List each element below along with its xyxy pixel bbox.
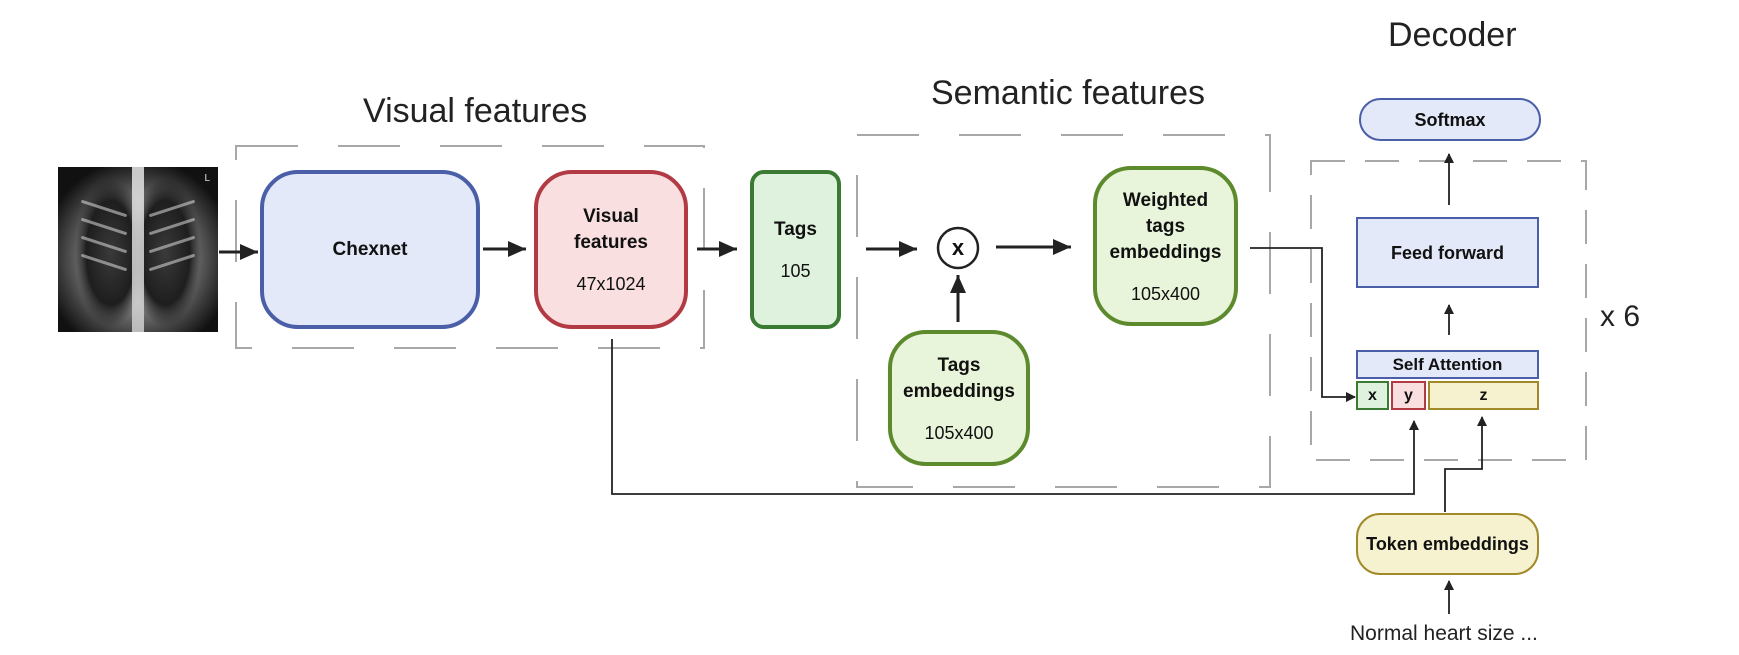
- input-z-cell: z: [1428, 381, 1539, 410]
- input-y-cell: y: [1391, 381, 1426, 410]
- weighted-tags-box: Weighted tags embeddings 105x400: [1093, 166, 1238, 326]
- visual-features-dims: 47x1024: [576, 274, 646, 294]
- arrow-weighted-to-x: [1250, 247, 1356, 402]
- multiply-circle: [936, 226, 980, 270]
- arrow-token-to-z: [1444, 416, 1487, 512]
- feed-forward-box: Feed forward: [1356, 217, 1539, 288]
- tags-box: Tags 105: [750, 170, 841, 329]
- semantic-features-title: Semantic features: [931, 74, 1206, 112]
- semantic-features-group: [856, 134, 1271, 488]
- tags-dims: 105: [780, 261, 811, 281]
- self-attention-label: Self Attention: [1392, 354, 1503, 374]
- feed-forward-label: Feed forward: [1390, 242, 1505, 263]
- multiply-symbol: x: [951, 235, 965, 260]
- softmax-label: Softmax: [1414, 109, 1486, 130]
- visual-features-title: Visual features: [363, 92, 588, 130]
- chexnet-box: Chexnet: [260, 170, 480, 329]
- arrow-visual-to-y: [611, 339, 1419, 495]
- decoder-repeat-label: x 6: [1600, 300, 1641, 333]
- visual-features-group: [235, 145, 705, 349]
- token-embeddings-label: Token embeddings: [1366, 534, 1529, 554]
- weighted-tags-label: Weighted tags embeddings: [1109, 189, 1222, 263]
- xray-side-marker: L: [204, 173, 210, 184]
- softmax-box: Softmax: [1359, 98, 1541, 141]
- tags-embeddings-box: Tags embeddings 105x400: [888, 330, 1030, 466]
- visual-features-box: Visual features 47x1024: [534, 170, 688, 329]
- input-x-cell: x: [1356, 381, 1389, 410]
- tags-label: Tags: [774, 219, 817, 240]
- self-attention-box: Self Attention: [1356, 350, 1539, 379]
- tags-embeddings-dims: 105x400: [924, 422, 994, 443]
- token-embeddings-box: Token embeddings: [1356, 513, 1539, 575]
- decoder-title: Decoder: [1388, 16, 1517, 54]
- chest-xray-image: L: [58, 167, 218, 332]
- chexnet-label: Chexnet: [332, 238, 408, 260]
- input-text: Normal heart size ...: [1350, 622, 1538, 645]
- weighted-tags-dims: 105x400: [1130, 283, 1201, 304]
- visual-features-label: Visual features: [574, 206, 648, 253]
- tags-embeddings-label: Tags embeddings: [903, 354, 1015, 402]
